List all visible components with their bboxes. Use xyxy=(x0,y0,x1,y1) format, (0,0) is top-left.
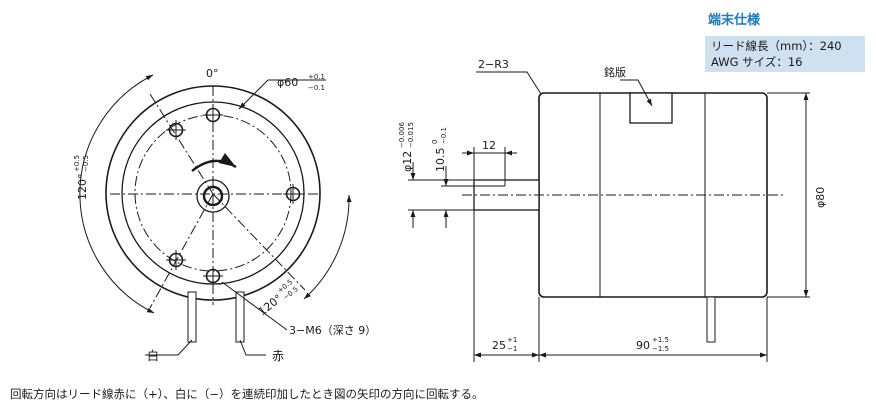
side-lead-wire xyxy=(706,296,716,343)
body-diameter-value: φ80 xyxy=(814,187,827,208)
flat-dim-tol-lower: −0.1 xyxy=(440,127,448,144)
angle-left-label: 120° +0.5 −0.5 xyxy=(73,155,90,200)
front-radial-upper xyxy=(149,93,214,195)
front-diameter-tol-lower: −0.1 xyxy=(308,84,325,92)
front-view xyxy=(79,74,352,356)
body-length-tol-upper: +1.5 xyxy=(652,336,669,344)
nameplate-label: 銘版 xyxy=(604,65,626,79)
screw-hole-right xyxy=(283,184,303,204)
flat-dim-label: 10.5 0 −0.1 xyxy=(431,127,448,172)
shaft-length-tol-upper: +1 xyxy=(507,336,517,344)
nameplate-leader xyxy=(620,79,653,107)
awg-size-spec: AWG サイズ：16 xyxy=(711,55,803,69)
body-length-label: 90 xyxy=(636,339,650,352)
side-view xyxy=(408,71,810,362)
angle-arc-left xyxy=(79,74,155,314)
screw-leader xyxy=(221,281,288,331)
shaft-length-label: 25 xyxy=(492,339,506,352)
screw-label: 3−M6（深さ 9） xyxy=(289,324,376,337)
bolt-circle xyxy=(134,114,292,272)
shaft-length-tol-lower: −1 xyxy=(507,345,517,353)
angle-right-value: 120° xyxy=(256,292,285,319)
wire-red-label: 赤 xyxy=(272,349,284,363)
shaft-diameter-label: φ12 −0.006 −0.015 xyxy=(398,122,415,172)
shaft-end xyxy=(202,185,224,207)
shaft-diameter-tol-lower: −0.015 xyxy=(407,122,415,148)
rotation-direction-note: 回転方向はリード線赤に（+）、白に（−）を連続印加したとき図の矢印の方向に回転す… xyxy=(10,387,484,401)
front-diameter-label: φ60 xyxy=(277,76,298,89)
lead-length-spec: リード線長（mm）：240 xyxy=(711,39,842,53)
angle-left-value: 120° xyxy=(76,174,89,201)
flat-dim-tol-upper: 0 xyxy=(431,140,439,144)
white-wire-leader xyxy=(145,339,193,356)
flat-dim-value: 10.5 xyxy=(434,148,447,173)
diameter-leader xyxy=(238,79,326,110)
angle-right-label: 120° +0.5 −0.5 xyxy=(256,278,300,319)
rotation-direction-arrow xyxy=(191,153,237,172)
shaft-diameter-value: φ12 xyxy=(401,151,414,172)
terminal-spec-box: リード線長（mm）：240 AWG サイズ：16 xyxy=(705,36,865,72)
body-length-tol-lower: −1.5 xyxy=(652,345,669,353)
lead-wire-white xyxy=(187,291,197,343)
angle-zero-label: 0° xyxy=(206,67,219,80)
screw-hole-top xyxy=(203,105,223,125)
shaft-flat-length-label: 12 xyxy=(482,139,496,152)
terminal-spec-title: 端末仕様 xyxy=(708,13,761,28)
angle-left-tol-upper: +0.5 xyxy=(73,155,81,172)
corner-radius-label: 2−R3 xyxy=(478,58,509,71)
front-diameter-tol-upper: +0.1 xyxy=(308,73,325,81)
angle-left-tol-lower: −0.5 xyxy=(82,155,90,172)
corner-radius-leader xyxy=(476,71,542,95)
screw-hole-upper-left xyxy=(166,120,186,140)
screw-hole-bottom xyxy=(203,266,223,286)
lead-wire-red xyxy=(235,291,245,343)
front-radial-right xyxy=(212,193,306,291)
angle-arc-right xyxy=(303,194,352,300)
body-diameter-label: φ80 xyxy=(814,187,827,208)
nameplate xyxy=(629,92,673,124)
wire-white-label: 白 xyxy=(147,348,159,363)
screw-hole-lower-left xyxy=(166,250,186,270)
front-radial-lower xyxy=(149,193,214,309)
red-wire-leader xyxy=(239,339,266,356)
shaft-diameter-tol-upper: −0.006 xyxy=(398,122,406,148)
